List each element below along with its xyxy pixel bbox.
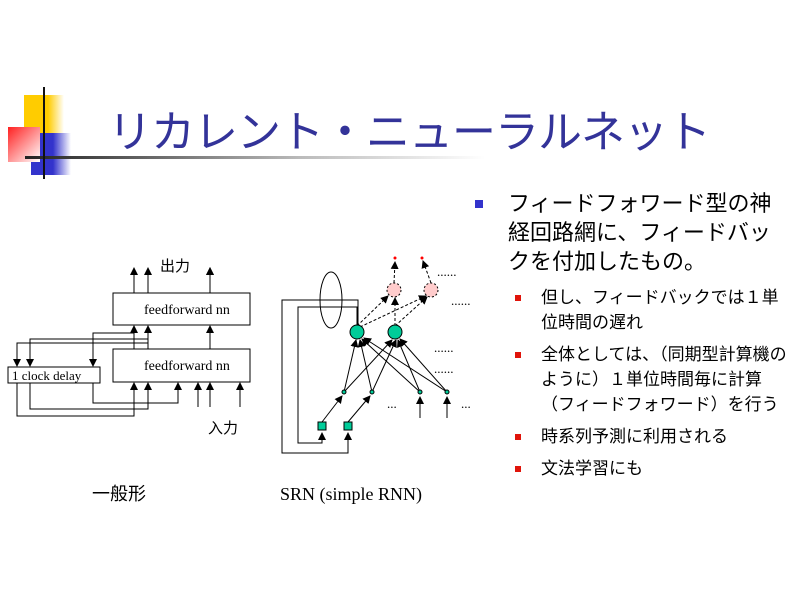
sub-bullet-text: 時系列予測に利用される bbox=[541, 427, 728, 447]
sub-bullet-text: 但し、フィードバックでは１単位時間の遅れ bbox=[541, 288, 779, 333]
bullet-icon bbox=[515, 434, 521, 440]
delay-box bbox=[7, 366, 101, 384]
diagrams: feedforward nn feedforward nn 1 clock de… bbox=[7, 256, 471, 505]
input-node bbox=[369, 389, 375, 395]
hidden-node bbox=[387, 324, 403, 340]
general-diagram bbox=[7, 268, 251, 417]
context-node bbox=[317, 421, 327, 431]
sub-bullet-text: 全体としては、（同期型計算機のように）１単位時間毎に計算（フィードフォワード）を… bbox=[541, 345, 787, 415]
box-top-label: feedforward nn bbox=[144, 303, 230, 318]
srn-nodes bbox=[317, 256, 450, 431]
bullet-icon bbox=[475, 200, 483, 208]
main-bullet: フィードフォワード型の神経回路網に、フィードバックを付加したもの。 bbox=[475, 190, 778, 277]
output-dot bbox=[420, 256, 424, 260]
input-node bbox=[341, 389, 347, 395]
sub-bullet-list: 但し、フィードバックでは１単位時間の遅れ 全体としては、（同期型計算機のように）… bbox=[515, 286, 790, 489]
context-node bbox=[343, 421, 353, 431]
sub-bullet: 全体としては、（同期型計算機のように）１単位時間毎に計算（フィードフォワード）を… bbox=[515, 343, 790, 418]
input-label: 入力 bbox=[208, 420, 238, 437]
ellipsis: ...... bbox=[451, 293, 471, 308]
output-node bbox=[386, 282, 402, 298]
sub-bullet: 文法学習にも bbox=[515, 457, 790, 482]
input-node bbox=[417, 389, 423, 395]
output-node bbox=[423, 282, 439, 298]
output-label: 出力 bbox=[160, 258, 190, 275]
ellipsis: ... bbox=[387, 396, 397, 411]
sub-bullet: 但し、フィードバックでは１単位時間の遅れ bbox=[515, 286, 790, 336]
ellipsis: ...... bbox=[437, 264, 457, 279]
input-node bbox=[444, 389, 450, 395]
ellipsis: ...... bbox=[434, 340, 454, 355]
delay-box-label: 1 clock delay bbox=[12, 368, 82, 383]
bullet-icon bbox=[515, 295, 521, 301]
bullet-icon bbox=[515, 466, 521, 472]
logo-line bbox=[43, 87, 45, 179]
feedforward-box-top bbox=[112, 292, 251, 326]
output-dot bbox=[393, 256, 397, 260]
sub-bullet: 時系列予測に利用される bbox=[515, 425, 790, 450]
bullet-icon bbox=[515, 352, 521, 358]
srn-caption: SRN (simple RNN) bbox=[280, 484, 422, 505]
box-bottom-label: feedforward nn bbox=[144, 359, 230, 374]
general-caption: 一般形 bbox=[92, 484, 146, 504]
srn-diagram bbox=[281, 260, 451, 454]
sub-bullet-text: 文法学習にも bbox=[541, 459, 643, 479]
ellipsis: ... bbox=[461, 396, 471, 411]
hidden-node bbox=[349, 324, 365, 340]
ellipsis: ...... bbox=[434, 361, 454, 376]
slide-title: リカレント・ニューラルネット bbox=[108, 107, 711, 158]
main-bullet-text: フィードフォワード型の神経回路網に、フィードバックを付加したもの。 bbox=[508, 192, 772, 275]
